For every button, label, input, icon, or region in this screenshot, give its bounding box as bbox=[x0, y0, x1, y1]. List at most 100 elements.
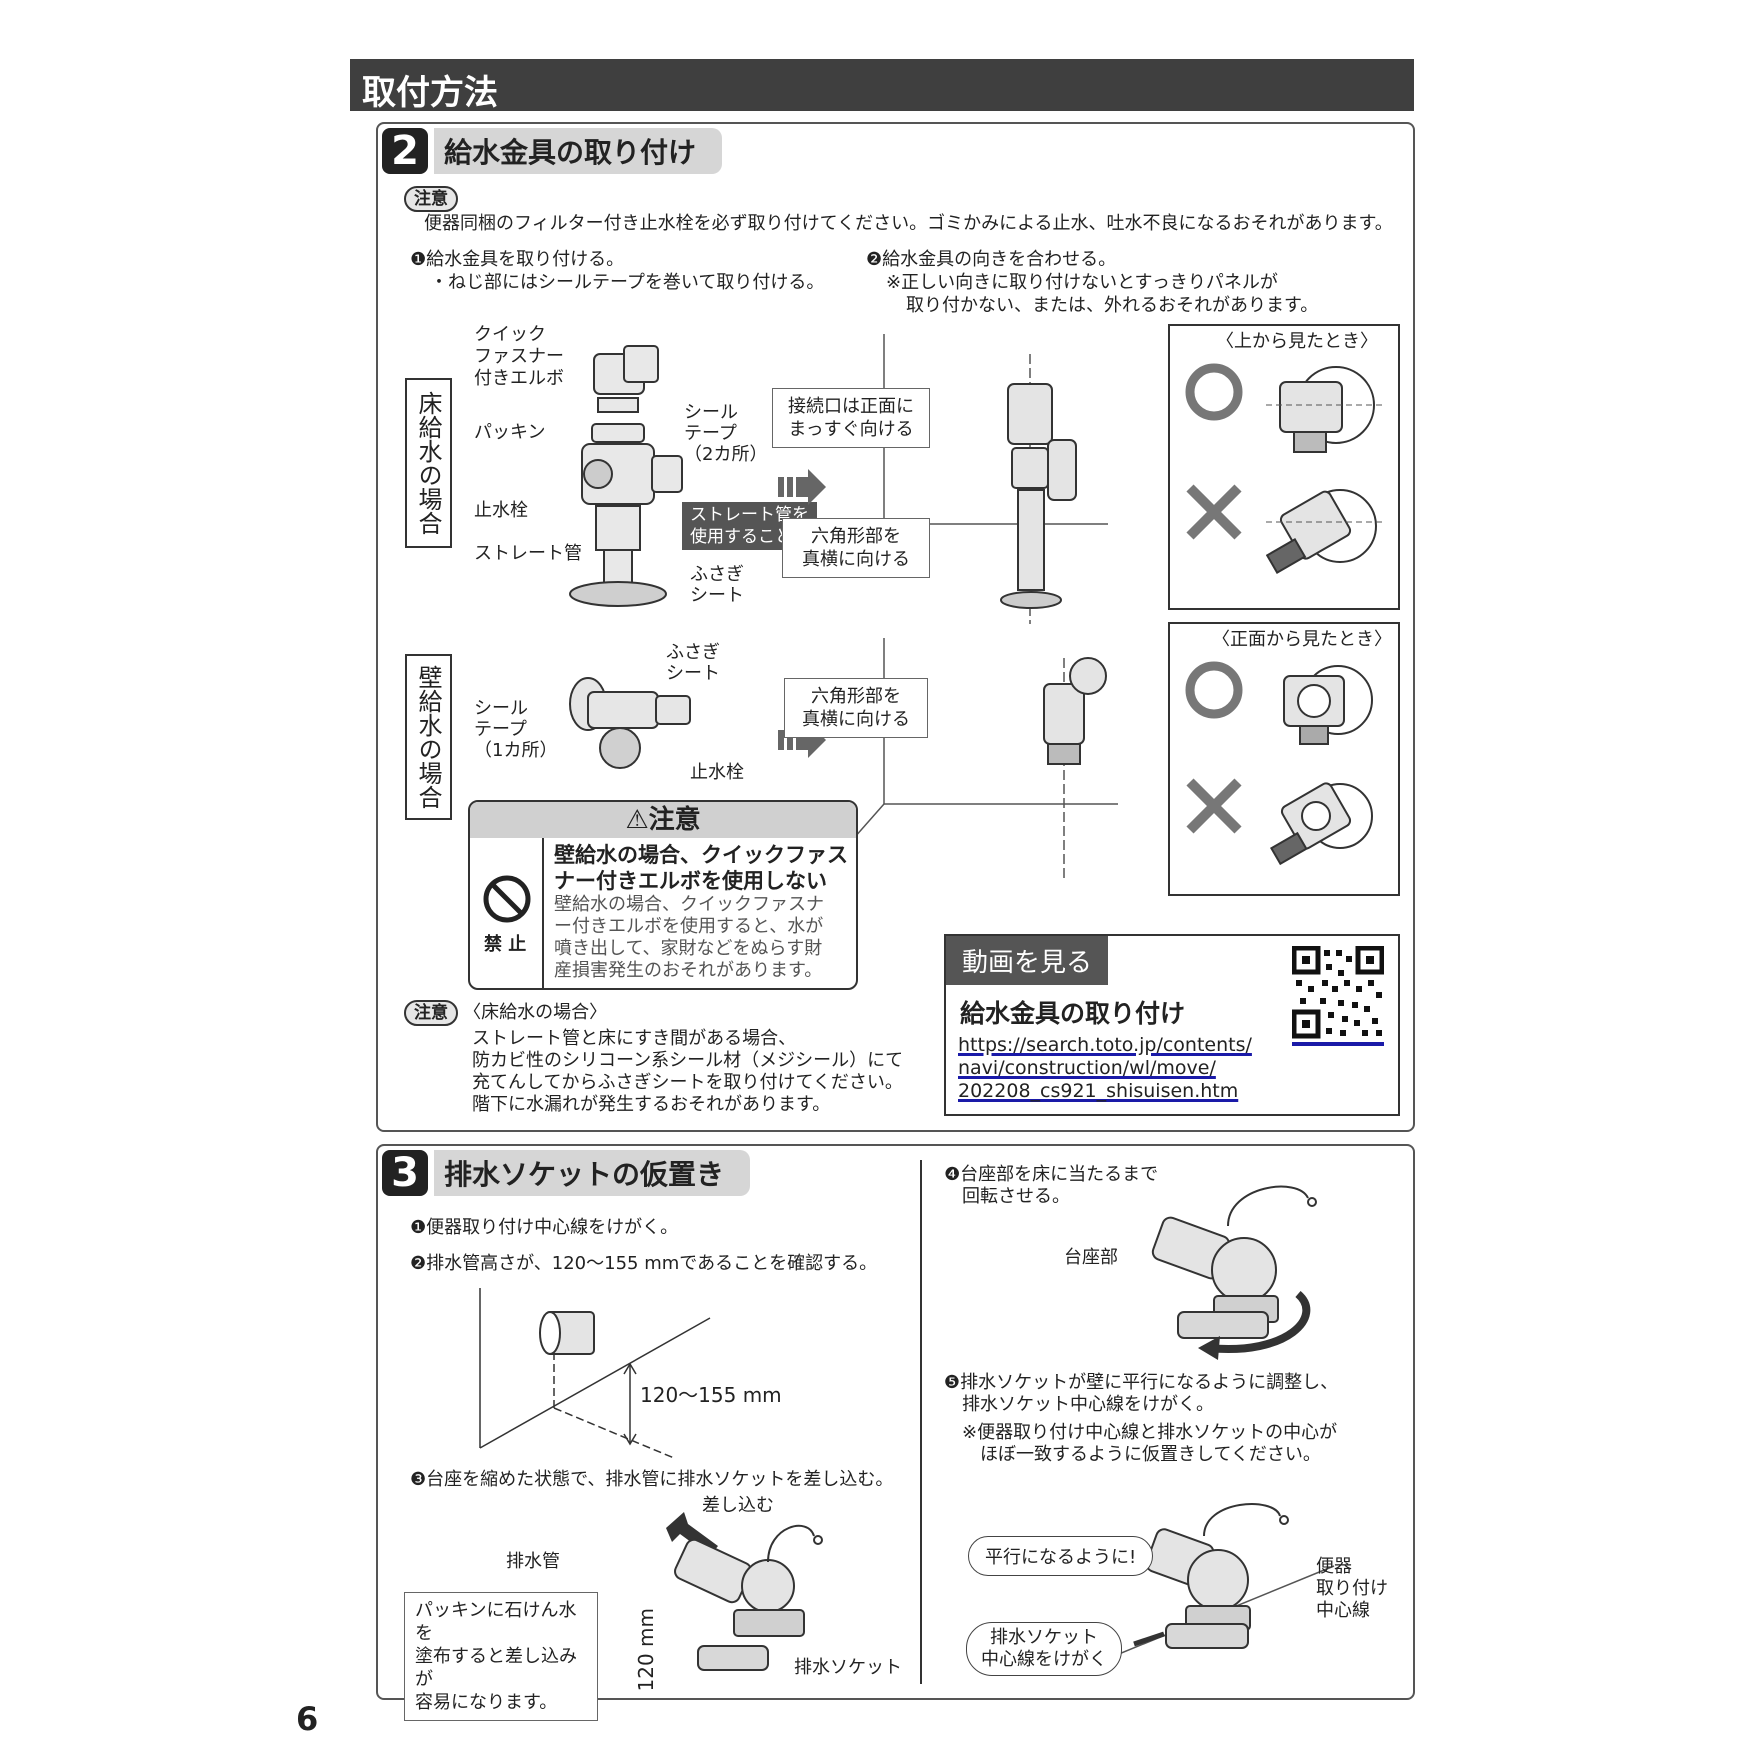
video-tag: 動画を見る bbox=[946, 936, 1109, 985]
fitting-top-view-correct bbox=[1266, 366, 1386, 453]
wall-seal-1: シール bbox=[474, 698, 528, 719]
front-view-box: 〈正面から見たとき〉 bbox=[1168, 622, 1400, 896]
label-seal-2: テープ bbox=[684, 423, 737, 444]
s3-step-5c: ※便器取り付け中心線と排水ソケットの中心が bbox=[962, 1422, 1338, 1443]
caution-badge: 注意 bbox=[404, 1000, 458, 1026]
fitting-front-view-correct bbox=[1283, 665, 1373, 745]
note-floor-body: ストレート管と床にすき間がある場合、 防カビ性のシリコーン系シール材（メジシール… bbox=[472, 1028, 903, 1116]
s3-step-5a: ❺排水ソケットが壁に平行になるように調整し、 bbox=[944, 1372, 1339, 1393]
callout-hex-2: 真横に向ける bbox=[802, 549, 910, 570]
rotate-arrow-icon bbox=[1198, 1336, 1220, 1360]
wall-cap-2: シート bbox=[666, 663, 720, 684]
floor-installed-diagram bbox=[858, 334, 1108, 624]
label-elbow-3: 付きエルボ bbox=[474, 368, 564, 389]
callout-port-facing: 接続口は正面に まっすぐ向ける bbox=[772, 388, 930, 448]
s3-step-4: ❹台座部を床に当たるまで 回転させる。 bbox=[944, 1164, 1158, 1208]
label-stopcock: 止水栓 bbox=[474, 500, 528, 521]
wall-callout-hex-2: 真横に向ける bbox=[802, 709, 910, 730]
s3-step-4a: ❹台座部を床に当たるまで bbox=[944, 1164, 1159, 1185]
center-3: 中心線 bbox=[1316, 1600, 1370, 1621]
label-straight-pipe: ストレート管 bbox=[474, 543, 582, 564]
callout-port-2: まっすぐ向ける bbox=[788, 419, 914, 440]
wall-seal-3: （1カ所） bbox=[474, 740, 558, 761]
s3-step-1: ❶便器取り付け中心線をけがく。 bbox=[410, 1217, 679, 1238]
label-cap-sheet: ふさぎ シート bbox=[690, 564, 744, 606]
tip-1: パッキンに石けん水を bbox=[415, 1600, 577, 1644]
wrong-cross-icon bbox=[1186, 484, 1242, 540]
warning-bold-2: ナー付きエルボを使用しない bbox=[554, 869, 827, 893]
dim-label: 120～155 mm bbox=[640, 1383, 782, 1407]
prohibit-area: 禁 止 bbox=[470, 838, 544, 988]
step-1-sub: ・ねじ部にはシールテープを巻いて取り付ける。 bbox=[430, 272, 825, 293]
wall-callout-hex-1: 六角形部を bbox=[811, 686, 901, 707]
wall-seal-2: テープ bbox=[474, 719, 527, 740]
callout-hex-sideways: 六角形部を 真横に向ける bbox=[782, 518, 930, 578]
video-link-2[interactable]: navi/construction/wl/move/ bbox=[958, 1057, 1216, 1079]
fitting-top-view-wrong bbox=[1266, 489, 1386, 575]
qr-code-icon[interactable] bbox=[1292, 946, 1384, 1046]
label-seal-3: （2カ所） bbox=[684, 444, 768, 465]
align-socket-diagram bbox=[1113, 1503, 1335, 1657]
section-number: 3 bbox=[382, 1150, 428, 1196]
label-seal-tape: シール テープ （2カ所） bbox=[684, 402, 767, 465]
label-elbow-2: ファスナー bbox=[474, 346, 564, 367]
warning-bold-1: 壁給水の場合、クイックファス bbox=[554, 843, 848, 867]
insert-socket-diagram bbox=[666, 1512, 823, 1671]
bubble-parallel: 平行になるように! bbox=[968, 1536, 1154, 1576]
section-3-header: 3 排水ソケットの仮置き bbox=[382, 1150, 751, 1196]
warning-body-1: 壁給水の場合、クイックファスナ bbox=[554, 894, 824, 915]
tip-3: 容易になります。 bbox=[415, 1692, 558, 1713]
arrow-right-icon bbox=[778, 469, 826, 505]
caution-badge: 注意 bbox=[404, 186, 458, 212]
s3-step-5: ❺排水ソケットが壁に平行になるように調整し、 排水ソケット中心線をけがく。 ※便… bbox=[944, 1372, 1338, 1466]
wall-label-cap: ふさぎ シート bbox=[666, 642, 720, 684]
step-1-title: ❶給水金具を取り付ける。 bbox=[410, 249, 625, 270]
fitting-front-view-wrong bbox=[1270, 782, 1373, 866]
note-line-1: ストレート管と床にすき間がある場合、 bbox=[472, 1028, 797, 1049]
note-line-3: 充てんしてからふさぎシートを取り付けてください。 bbox=[472, 1072, 903, 1093]
step-2-title: ❷給水金具の向きを合わせる。 bbox=[866, 249, 1117, 270]
correct-circle-icon bbox=[1185, 661, 1243, 719]
warning-triangle-icon: ⚠ bbox=[625, 805, 649, 835]
warning-head-text: 注意 bbox=[648, 805, 701, 835]
must-line-1: ストレート管を bbox=[690, 505, 809, 525]
wall-callout-hex: 六角形部を 真横に向ける bbox=[784, 678, 928, 738]
video-link-1[interactable]: https://search.toto.jp/contents/ bbox=[958, 1034, 1252, 1056]
label-elbow: クイック ファスナー 付きエルボ bbox=[474, 324, 564, 390]
wall-installed-diagram bbox=[853, 638, 1118, 878]
drain-height-diagram bbox=[479, 1288, 711, 1458]
s3-step-4b: 回転させる。 bbox=[962, 1186, 1070, 1207]
cap-1: ふさぎ bbox=[690, 564, 744, 585]
floor-supply-label: 床給水の場合 bbox=[405, 378, 452, 548]
warning-body-3: 噴き出して、家財などをぬらす財 bbox=[554, 938, 823, 959]
video-title: 給水金具の取り付け bbox=[960, 999, 1186, 1028]
prohibited-icon bbox=[483, 875, 531, 923]
top-view-box: 〈上から見たとき〉 bbox=[1168, 324, 1400, 610]
s3-step-5b: 排水ソケット中心線をけがく。 bbox=[962, 1394, 1214, 1415]
s3-step-5d: ほぼ一致するように仮置きしてください。 bbox=[980, 1444, 1321, 1465]
wall-supply-label: 壁給水の場合 bbox=[405, 654, 452, 820]
wall-stopcock-illustration bbox=[569, 677, 691, 769]
prohibit-label: 禁 止 bbox=[484, 934, 527, 955]
drain-pipe-label: 排水管 bbox=[506, 1551, 560, 1572]
page-number: 6 bbox=[296, 1700, 319, 1738]
rotate-base-diagram bbox=[1151, 1185, 1317, 1360]
warning-box: ⚠注意 禁 止 壁給水の場合、クイックファス ナー付きエルボを使用しない 壁給水… bbox=[468, 800, 858, 990]
video-box: 動画を見る 給水金具の取り付け https://search.toto.jp/c… bbox=[944, 934, 1400, 1116]
center-2: 取り付け bbox=[1316, 1578, 1388, 1599]
note-line-4: 階下に水漏れが発生するおそれがあります。 bbox=[472, 1094, 831, 1115]
center-line-label: 便器 取り付け 中心線 bbox=[1316, 1556, 1388, 1622]
note-floor-heading: 〈床給水の場合〉 bbox=[463, 1002, 608, 1023]
wall-cap-1: ふさぎ bbox=[666, 642, 720, 663]
section-2-header: 2 給水金具の取り付け bbox=[382, 128, 723, 174]
section-3-panel: 3 排水ソケットの仮置き ❶便器取り付け中心線をけがく。 ❷排水管高さが、120… bbox=[376, 1144, 1415, 1721]
s3-step-3: ❸台座を縮めた状態で、排水管に排水ソケットを差し込む。 bbox=[410, 1469, 894, 1490]
warning-header: ⚠注意 bbox=[470, 802, 856, 838]
callout-port-1: 接続口は正面に bbox=[788, 396, 914, 417]
label-packing: パッキン bbox=[474, 422, 546, 443]
warning-body-2: ー付きエルボを使用すると、水が bbox=[554, 916, 824, 937]
wrong-cross-icon bbox=[1186, 778, 1242, 834]
label-seal-1: シール bbox=[684, 402, 738, 423]
video-link-3[interactable]: 202208_cs921_shisuisen.htm bbox=[958, 1080, 1239, 1102]
bubble-mark-1: 排水ソケット bbox=[990, 1627, 1098, 1648]
